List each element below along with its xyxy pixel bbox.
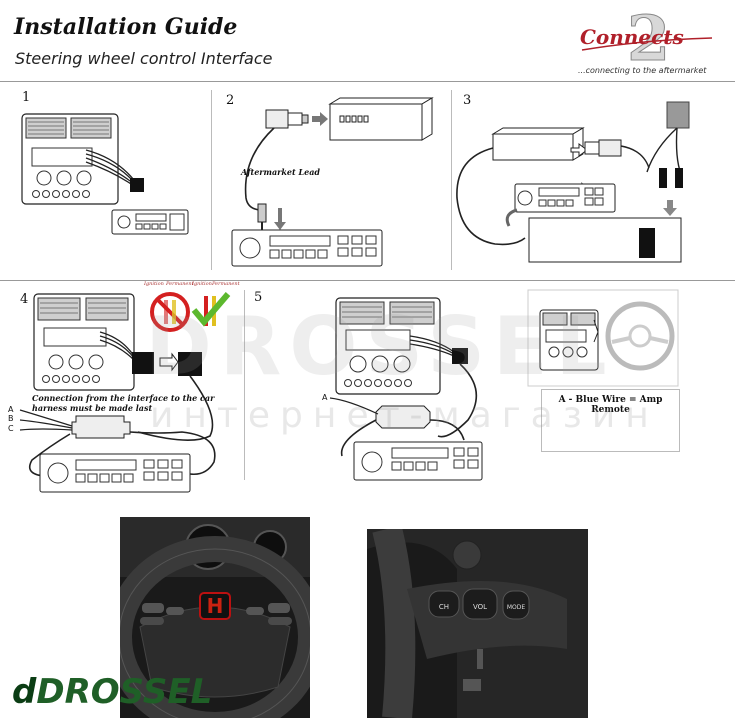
drossel-brand: dDROSSEL: [12, 672, 212, 712]
drossel-brand-name: DROSSEL: [36, 672, 213, 712]
wire-letter-a: A: [8, 405, 14, 414]
step-number-2: 2: [226, 93, 235, 108]
amp-remote-note: A - Blue Wire = Amp Remote: [558, 395, 663, 415]
icon-label-ignition-1: Ignition: [144, 281, 164, 287]
icon-label-ignition-2: Ignition: [192, 281, 212, 287]
wire-letter-b: B: [8, 414, 14, 423]
step-divider-3: [244, 290, 245, 480]
step-number-4: 4: [20, 292, 29, 307]
page-subtitle: Steering wheel control Interface: [15, 49, 273, 68]
vol-button-label: VOL: [473, 603, 487, 611]
logo-number: 2: [627, 2, 670, 75]
step4-diagram: [19, 292, 231, 493]
step-divider-1: [211, 90, 212, 270]
watermark-subtext: интернет-магазин: [150, 395, 659, 436]
steering-buttons-photo: CH VOL MODE: [367, 529, 588, 718]
header-divider: [0, 81, 735, 82]
step6-diagram: [527, 289, 679, 387]
icon-label-permanent-1: Permanent: [166, 281, 194, 287]
drossel-brand-initial: d: [12, 672, 37, 712]
step5-wire-letter-a: A: [322, 393, 328, 402]
icon-label-permanent-2: Permanent: [212, 281, 240, 287]
mode-button-label: MODE: [507, 604, 526, 611]
honda-badge: H: [207, 594, 224, 618]
steering-wheel-illustration: H: [120, 517, 310, 718]
step-number-3: 3: [463, 93, 472, 108]
ch-button-label: CH: [439, 603, 449, 611]
step-divider-2: [451, 90, 452, 270]
step-number-5: 5: [254, 290, 263, 305]
step5-diagram: [329, 297, 483, 481]
row-divider: [0, 280, 735, 281]
logo-text: Connects: [580, 25, 684, 49]
step1-diagram: [21, 113, 189, 235]
step-number-1: 1: [22, 90, 31, 105]
step6-note-box: A - Blue Wire = Amp Remote: [541, 389, 680, 452]
wire-letter-c: C: [8, 424, 14, 433]
steering-wheel-photo: H: [120, 517, 310, 718]
page-title: Installation Guide: [14, 14, 238, 40]
connects2-logo: 2 Connects: [580, 2, 713, 76]
steering-buttons-illustration: CH VOL MODE: [367, 529, 588, 718]
logo-swoosh: [581, 37, 713, 51]
logo-tagline: ...connecting to the aftermarket: [578, 66, 707, 75]
step2-diagram: [231, 97, 434, 267]
step3-diagram: [456, 101, 690, 263]
step4-label-line1: Connection from the interface to the car: [32, 393, 215, 403]
aftermarket-lead-label: Aftermarket Lead: [241, 167, 320, 177]
step4-label-line2: harness must be made last: [32, 403, 153, 413]
